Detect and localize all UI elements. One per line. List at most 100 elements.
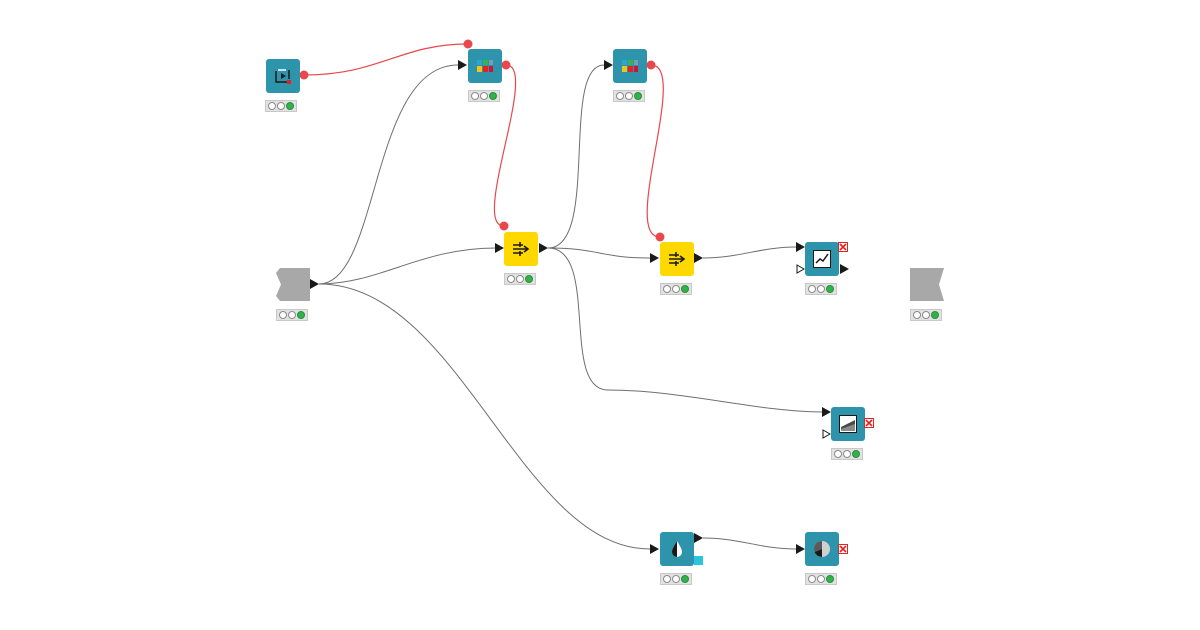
link-filter-1-to-area-chart[interactable] <box>547 247 823 413</box>
status-dot-configured <box>843 450 851 458</box>
status-dot-configured <box>516 275 524 283</box>
node-area-chart[interactable] <box>831 407 865 441</box>
data-port-in[interactable] <box>650 253 659 263</box>
status-dot-configured <box>288 311 296 319</box>
status-dot-configured <box>672 285 680 293</box>
link-filter-2-to-line-plot[interactable] <box>702 246 797 259</box>
status-dot-executed <box>931 311 939 319</box>
optional-port-in[interactable] <box>796 264 806 274</box>
node-table-creator-2[interactable] <box>613 49 647 83</box>
flow-port-in[interactable] <box>463 39 473 49</box>
status-dot-executed <box>826 285 834 293</box>
status-dot-idle <box>279 311 287 319</box>
warning-icon[interactable] <box>838 544 848 554</box>
node-variable-loop-start[interactable] <box>266 59 300 93</box>
node-component-input[interactable] <box>276 268 310 301</box>
color-drop-icon <box>672 541 682 557</box>
status-dot-executed <box>489 92 497 100</box>
status-dot-idle <box>663 285 671 293</box>
status-dot-idle <box>268 102 276 110</box>
status-dot-configured <box>277 102 285 110</box>
node-color-manager[interactable] <box>660 532 694 566</box>
data-port-in[interactable] <box>796 242 805 252</box>
table-creator-icon <box>477 60 493 72</box>
flow-port-in[interactable] <box>655 232 665 242</box>
loop-start-icon <box>275 69 291 84</box>
flow-port-out[interactable] <box>299 70 309 80</box>
node-status-indicator[interactable] <box>613 90 645 102</box>
flow-link-table-creator-2-to-filter-2[interactable] <box>646 64 664 238</box>
node-status-indicator[interactable] <box>805 283 837 295</box>
pie-chart-icon <box>813 540 830 558</box>
data-port-out[interactable] <box>310 279 319 289</box>
link-filter-1-to-table-creator-2[interactable] <box>547 64 605 249</box>
status-dot-executed <box>681 575 689 583</box>
warning-icon[interactable] <box>838 242 848 252</box>
status-dot-idle <box>471 92 479 100</box>
node-pie-chart[interactable] <box>805 532 839 566</box>
component-input-icon <box>276 268 310 301</box>
node-status-indicator[interactable] <box>265 100 297 112</box>
node-column-filter-1[interactable] <box>504 232 538 266</box>
status-dot-idle <box>808 285 816 293</box>
link-input-to-color-manager[interactable] <box>318 283 651 550</box>
link-input-to-column-filter-1[interactable] <box>318 247 497 285</box>
data-port-out[interactable] <box>694 533 703 543</box>
node-status-indicator[interactable] <box>660 573 692 585</box>
status-dot-idle <box>616 92 624 100</box>
status-dot-executed <box>634 92 642 100</box>
status-dot-configured <box>817 575 825 583</box>
optional-port-in[interactable] <box>822 429 832 439</box>
status-dot-idle <box>663 575 671 583</box>
flow-link-loop-start-to-table-creator-1[interactable] <box>303 43 469 76</box>
model-port-out[interactable] <box>694 556 703 565</box>
node-status-indicator[interactable] <box>660 283 692 295</box>
node-status-indicator[interactable] <box>276 309 308 321</box>
node-line-plot[interactable] <box>805 242 839 276</box>
table-creator-icon <box>622 60 638 72</box>
column-filter-icon <box>669 252 686 266</box>
status-dot-configured <box>625 92 633 100</box>
status-dot-executed <box>297 311 305 319</box>
flow-port-in[interactable] <box>499 221 509 231</box>
column-filter-icon <box>513 242 530 256</box>
status-dot-idle <box>834 450 842 458</box>
status-dot-idle <box>913 311 921 319</box>
flow-link-table-creator-1-to-filter-1[interactable] <box>493 64 517 227</box>
data-port-in[interactable] <box>495 243 504 253</box>
area-chart-icon <box>839 415 857 433</box>
node-status-indicator[interactable] <box>910 309 942 321</box>
warning-icon[interactable] <box>864 418 874 428</box>
node-column-filter-2[interactable] <box>660 242 694 276</box>
data-port-in[interactable] <box>796 544 805 554</box>
node-status-indicator[interactable] <box>831 448 863 460</box>
status-dot-idle <box>507 275 515 283</box>
data-port-out[interactable] <box>694 253 703 263</box>
status-dot-configured <box>672 575 680 583</box>
node-status-indicator[interactable] <box>504 273 536 285</box>
node-table-creator-1[interactable] <box>468 49 502 83</box>
data-port-in[interactable] <box>650 544 659 554</box>
status-dot-configured <box>922 311 930 319</box>
node-component-output[interactable] <box>910 268 944 301</box>
status-dot-executed <box>681 285 689 293</box>
data-port-out[interactable] <box>840 264 849 274</box>
link-color-manager-to-pie-chart[interactable] <box>702 537 797 550</box>
node-status-indicator[interactable] <box>805 573 837 585</box>
data-port-in[interactable] <box>822 407 831 417</box>
line-chart-icon <box>813 250 831 268</box>
component-output-icon <box>910 268 944 301</box>
link-filter-1-to-filter-2[interactable] <box>547 247 651 259</box>
flow-port-out[interactable] <box>501 60 511 70</box>
flow-port-out[interactable] <box>646 60 656 70</box>
status-dot-idle <box>808 575 816 583</box>
data-port-in[interactable] <box>604 60 613 70</box>
node-status-indicator[interactable] <box>468 90 500 102</box>
status-dot-configured <box>817 285 825 293</box>
data-port-in[interactable] <box>458 60 467 70</box>
link-input-to-table-creator-1[interactable] <box>318 64 459 285</box>
status-dot-executed <box>525 275 533 283</box>
data-port-out[interactable] <box>539 243 548 253</box>
status-dot-executed <box>826 575 834 583</box>
